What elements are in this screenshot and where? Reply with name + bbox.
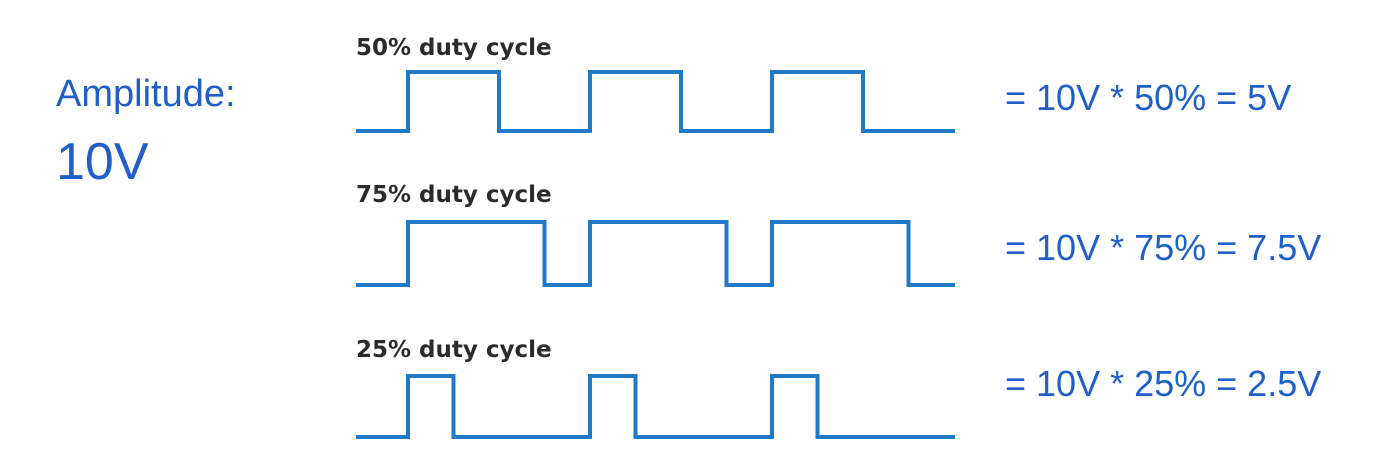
square-wave-50	[356, 70, 955, 133]
square-wave-25	[356, 374, 955, 439]
average-voltage-equation-25: = 10V * 25% = 2.5V	[1005, 363, 1322, 404]
amplitude-label: Amplitude:	[56, 73, 236, 115]
average-voltage-equation-50: = 10V * 50% = 5V	[1005, 77, 1292, 118]
duty-cycle-label-50: 50% duty cycle	[356, 35, 552, 61]
amplitude-value: 10V	[56, 133, 149, 191]
square-wave-75	[356, 220, 955, 287]
duty-cycle-label-75: 75% duty cycle	[356, 182, 552, 208]
duty-cycle-label-25: 25% duty cycle	[356, 337, 552, 363]
average-voltage-equation-75: = 10V * 75% = 7.5V	[1005, 227, 1322, 268]
